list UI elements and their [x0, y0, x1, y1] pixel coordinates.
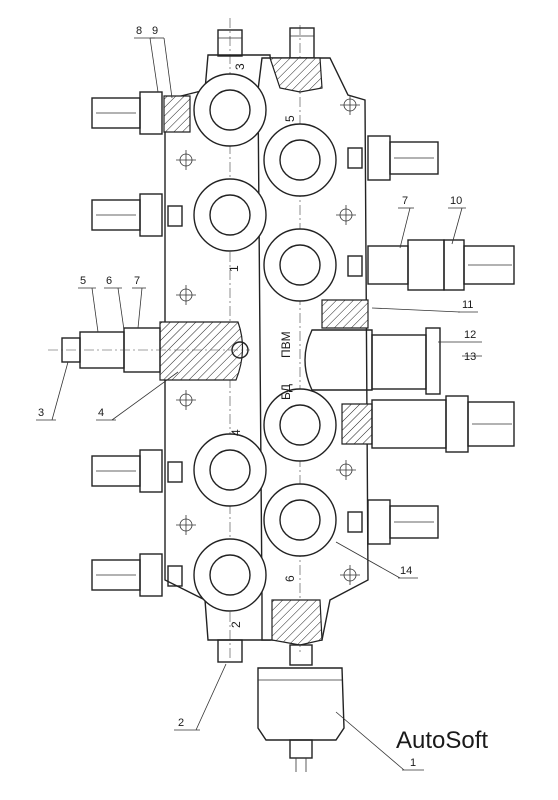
central-hatched-chamber — [159, 299, 373, 391]
bottom-hatched-section — [271, 599, 323, 646]
left-solenoid-row-4 — [91, 553, 183, 597]
right-solenoid-row-1 — [347, 135, 439, 181]
right-solenoid-row-2 — [347, 239, 515, 291]
valve-boss-3 — [193, 73, 267, 147]
top-fitting-right — [289, 27, 315, 59]
right-solenoid-row-3 — [341, 395, 515, 453]
valve-boss-14 — [263, 483, 337, 557]
top-hatched-section — [269, 57, 323, 93]
callout-8: 8 — [136, 25, 142, 37]
callout-7-right: 7 — [402, 195, 408, 207]
mounting-holes — [176, 95, 360, 585]
left-solenoid-row-1 — [91, 91, 191, 135]
callout-13: 13 — [464, 351, 476, 363]
valve-boss-4 — [193, 433, 267, 507]
valve-boss-1 — [263, 228, 337, 302]
mark-bd: БД — [279, 384, 293, 400]
right-solenoid-row-4 — [347, 499, 439, 545]
mark-4: 4 — [229, 429, 243, 436]
mark-pvm: ПВМ — [279, 331, 293, 358]
valve-boss-5 — [263, 123, 337, 197]
callout-1: 1 — [410, 757, 416, 769]
callout-2: 2 — [178, 717, 184, 729]
valve-boss-2 — [193, 538, 267, 612]
valve-boss-bd — [263, 388, 337, 462]
callout-6: 6 — [106, 275, 112, 287]
callout-11: 11 — [462, 299, 473, 311]
valve-boss-upper-left — [193, 178, 267, 252]
top-fitting-left — [217, 29, 243, 57]
mark-1: 1 — [227, 265, 241, 272]
callout-4: 4 — [98, 407, 104, 419]
filter-cup — [257, 644, 345, 772]
mark-6: 6 — [283, 575, 297, 582]
callout-12: 12 — [464, 329, 476, 341]
body-marks: ПВМ БД 3 5 1 4 6 2 — [227, 63, 297, 628]
callout-5: 5 — [80, 275, 86, 287]
watermark: AutoSoft — [396, 727, 488, 754]
left-side-plug-3 — [48, 327, 250, 373]
callout-14: 14 — [400, 565, 412, 577]
mark-5: 5 — [283, 115, 297, 122]
mark-3: 3 — [233, 63, 247, 70]
callout-9: 9 — [152, 25, 158, 37]
callout-3: 3 — [38, 407, 44, 419]
callout-labels: 8 9 5 6 7 3 4 2 7 10 11 12 13 14 1 — [38, 25, 476, 769]
bottom-fitting-left — [217, 639, 243, 663]
right-cap-12-13 — [371, 327, 441, 395]
leader-lines — [36, 37, 482, 771]
left-solenoid-row-3 — [91, 449, 183, 493]
callout-10: 10 — [450, 195, 462, 207]
left-solenoid-row-2 — [91, 193, 183, 237]
mark-2: 2 — [229, 621, 243, 628]
callout-7-left: 7 — [134, 275, 140, 287]
